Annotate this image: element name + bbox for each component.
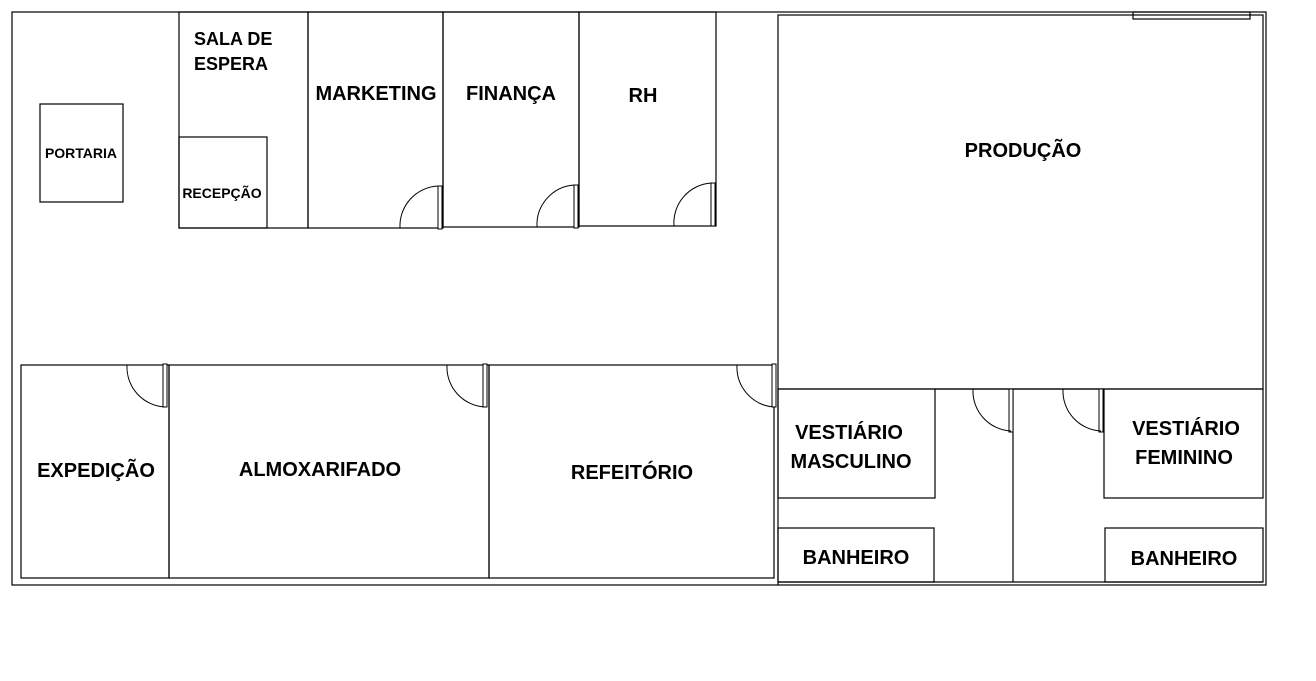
label-banheiro-masculino: BANHEIRO — [803, 547, 910, 569]
label-sala-de-espera-line1: SALA DE — [194, 29, 272, 49]
label-banheiro-feminino: BANHEIRO — [1131, 548, 1238, 570]
door-vestiario-feminino — [1098, 388, 1104, 433]
door-rh — [710, 182, 716, 227]
room-producao — [777, 14, 1264, 390]
label-almoxarifado: ALMOXARIFADO — [239, 459, 401, 481]
door-swing — [673, 182, 712, 227]
window — [1132, 11, 1251, 20]
label-refeitorio: REFEITÓRIO — [571, 460, 693, 484]
room-marketing — [307, 11, 444, 229]
label-recepcao: RECEPÇÃO — [182, 184, 261, 201]
room-vestiario-feminino — [1103, 388, 1264, 499]
label-vestiario-feminino-line2: FEMININO — [1135, 447, 1233, 469]
room-financa — [442, 11, 580, 228]
room-refeitorio — [488, 364, 775, 579]
label-rh: RH — [629, 85, 658, 107]
label-vestiario-masculino-line2: MASCULINO — [790, 451, 911, 473]
door-swing — [399, 185, 439, 229]
room-banheiro-feminino — [1104, 527, 1264, 583]
door-financa — [573, 184, 579, 229]
label-marketing: MARKETING — [315, 83, 436, 105]
label-sala-de-espera-line2: ESPERA — [194, 54, 268, 74]
door-almoxarifado — [482, 363, 488, 408]
room-rh — [578, 11, 717, 227]
room-portaria — [39, 103, 124, 203]
door-swing — [972, 388, 1012, 432]
room-recepcao — [178, 136, 268, 229]
door-marketing — [437, 185, 443, 230]
door-refeitorio — [771, 363, 777, 408]
door-swing — [536, 184, 575, 228]
label-portaria: PORTARIA — [45, 145, 117, 161]
label-vestiario-masculino-line1: VESTIÁRIO — [795, 421, 903, 444]
label-financa: FINANÇA — [466, 83, 556, 105]
door-swing — [1062, 388, 1102, 432]
door-swing — [126, 364, 166, 408]
door-vestiario-masculino — [1008, 388, 1014, 433]
label-expedicao: EXPEDIÇÃO — [37, 459, 155, 482]
door-swing — [736, 364, 775, 408]
label-producao: PRODUÇÃO — [965, 139, 1082, 162]
door-expedicao — [162, 363, 168, 408]
label-vestiario-feminino-line1: VESTIÁRIO — [1132, 417, 1240, 440]
door-swing — [446, 364, 486, 408]
room-vestiario-masculino — [777, 388, 936, 499]
